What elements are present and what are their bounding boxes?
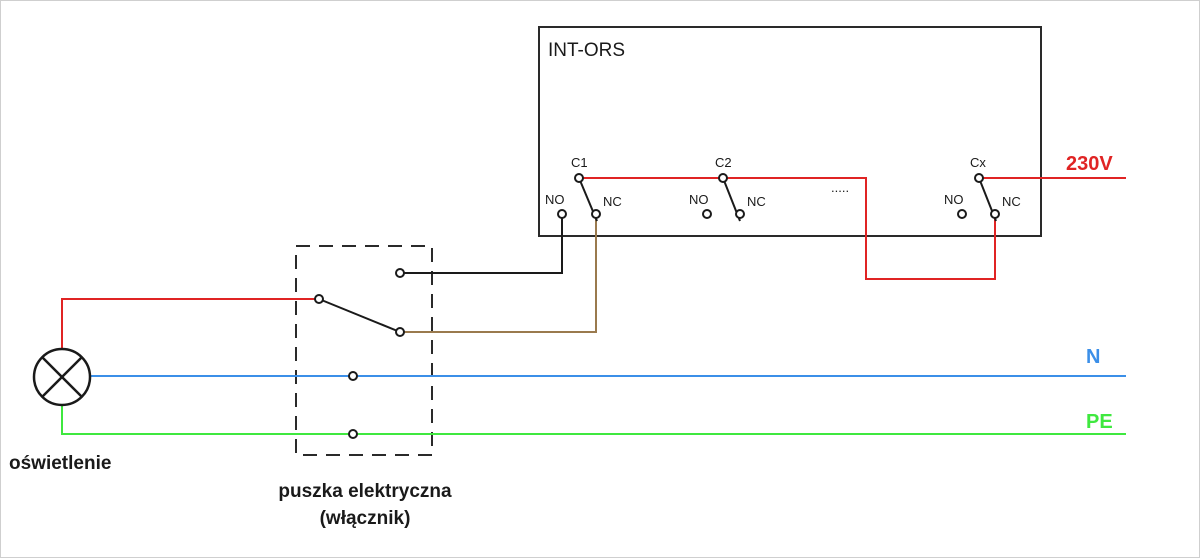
relay-c2-common-terminal — [718, 173, 728, 183]
relay-c2-nc-label: NC — [747, 194, 766, 209]
relay-cx-common-terminal — [974, 173, 984, 183]
neutral-terminal — [348, 371, 358, 381]
switch-box-outline — [295, 245, 433, 456]
switch-box-label-line2: (włącznik) — [320, 508, 411, 529]
lamp-label: oświetlenie — [9, 453, 111, 474]
no-traveler-wire — [400, 214, 563, 274]
relay-c1-common-label: C1 — [571, 155, 588, 170]
relay-cx-no-label: NO — [944, 192, 964, 207]
int-ors-title: INT-ORS — [548, 40, 625, 61]
phase-bus-wire — [579, 177, 996, 280]
switch-box-label-line1: puszka elektryczna — [278, 481, 452, 502]
relay-c1-nc-label: NC — [603, 194, 622, 209]
lamp-icon — [32, 347, 92, 407]
relay-c2-no-terminal — [702, 209, 712, 219]
relay-c2-no-label: NO — [689, 192, 709, 207]
switch-nc-terminal — [395, 327, 405, 337]
nc-traveler-wire — [400, 214, 597, 333]
relay-cx-nc-label: NC — [1002, 194, 1021, 209]
relay-ellipsis: ..... — [831, 180, 849, 195]
relay-cx-nc-terminal — [990, 209, 1000, 219]
earth-label: PE — [1086, 411, 1113, 433]
relay-c1-no-label: NO — [545, 192, 565, 207]
lamp-phase-wire — [61, 298, 319, 349]
phase-label: 230V — [1066, 153, 1113, 175]
relay-c1-nc-terminal — [591, 209, 601, 219]
relay-c1-common-terminal — [574, 173, 584, 183]
earth-terminal — [348, 429, 358, 439]
earth-wire — [61, 405, 1126, 435]
relay-cx-common-label: Cx — [970, 155, 986, 170]
relay-c1-no-terminal — [557, 209, 567, 219]
switch-common-terminal — [314, 294, 324, 304]
relay-cx-no-terminal — [957, 209, 967, 219]
switch-no-terminal — [395, 268, 405, 278]
relay-c2-common-label: C2 — [715, 155, 732, 170]
relay-c2-nc-terminal — [735, 209, 745, 219]
switch-contact — [318, 298, 401, 333]
neutral-label: N — [1086, 346, 1100, 368]
int-ors-module-box — [538, 26, 1042, 237]
